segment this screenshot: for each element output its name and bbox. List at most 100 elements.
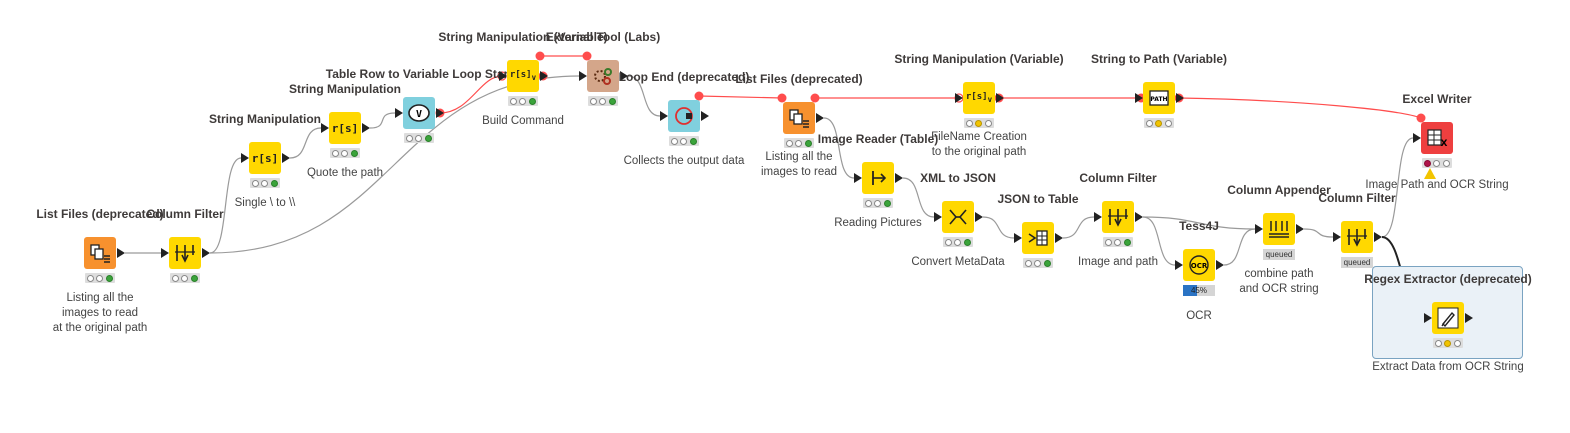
column-filter-icon[interactable] [1102,201,1134,233]
string-manipulation-variable-icon[interactable]: r[s]v [507,60,539,92]
external-tool-icon[interactable] [587,60,619,92]
input-port[interactable] [1424,313,1432,323]
node-list-files-1[interactable]: List Files (deprecated) Listing all the i… [36,207,163,334]
string-to-path-icon[interactable]: PATH [1143,82,1175,114]
output-port[interactable] [282,153,290,163]
input-port[interactable] [660,111,668,121]
node-regex-extractor[interactable]: Regex Extractor (deprecated) Extract Data… [1364,272,1531,373]
output-port[interactable] [436,108,444,118]
output-port[interactable] [1135,212,1143,222]
loop-end-icon[interactable] [668,100,700,132]
loop-start-icon[interactable]: V [403,97,435,129]
node-title[interactable]: String Manipulation [289,82,401,96]
input-port[interactable] [1094,212,1102,222]
input-port[interactable] [854,173,862,183]
list-files-icon[interactable] [84,237,116,269]
output-port[interactable] [996,93,1004,103]
input-port[interactable] [241,153,249,163]
output-port[interactable] [1296,224,1304,234]
node-annotation[interactable]: Convert MetaData [911,256,1005,268]
node-string-to-path[interactable]: String to Path (Variable) PATH [1091,52,1227,128]
node-annotation[interactable]: Listing all the images to read [760,151,838,178]
output-port[interactable] [816,113,824,123]
column-filter-icon[interactable] [1341,221,1373,253]
warning-icon[interactable] [1424,168,1436,179]
node-title[interactable]: Tess4J [1179,219,1219,233]
node-loop-end[interactable]: Loop End (deprecated)Collects the output… [619,70,750,167]
node-title[interactable]: Image Reader (Table) [817,132,939,146]
input-port[interactable] [1135,93,1143,103]
node-title[interactable]: External Tool (Labs) [545,30,661,44]
list-files-icon[interactable] [783,102,815,134]
input-port[interactable] [934,212,942,222]
output-port[interactable] [1465,313,1473,323]
image-reader-icon[interactable] [862,162,894,194]
input-port[interactable] [1014,233,1022,243]
input-port[interactable] [499,71,507,81]
node-title[interactable]: Table Row to Variable Loop Start [325,67,513,81]
input-port[interactable] [1255,224,1263,234]
node-string-manip-1[interactable]: String Manipulation r[s] Single \ to \\ [209,112,321,209]
input-port[interactable] [161,248,169,258]
output-port[interactable] [975,212,983,222]
input-port[interactable] [579,71,587,81]
output-port[interactable] [1176,93,1184,103]
node-annotation[interactable]: OCR [1186,310,1212,322]
input-port[interactable] [955,93,963,103]
output-port[interactable] [1216,260,1224,270]
node-string-manip-2[interactable]: String Manipulation r[s] Quote the path [289,82,401,179]
node-annotation[interactable]: Image Path and OCR String [1365,179,1509,191]
string-manipulation-icon[interactable]: r[s] [249,142,281,174]
node-title[interactable]: XML to JSON [920,171,996,185]
string-manipulation-variable-icon[interactable]: r[s]v [963,82,995,114]
node-title[interactable]: String Manipulation [209,112,321,126]
node-annotation[interactable]: FileName Creation to the original path [931,131,1027,158]
node-title[interactable]: Regex Extractor (deprecated) [1364,272,1532,286]
string-manipulation-icon[interactable]: r[s] [329,112,361,144]
input-port[interactable] [1413,133,1421,143]
node-annotation[interactable]: Image and path [1078,256,1158,268]
input-port[interactable] [395,108,403,118]
node-title[interactable]: Column Filter [1079,171,1157,185]
excel-writer-icon[interactable]: X [1421,122,1453,154]
node-annotation[interactable]: Single \ to \\ [234,197,296,209]
output-port[interactable] [362,123,370,133]
output-port[interactable] [1055,233,1063,243]
output-port[interactable] [1374,232,1382,242]
node-title[interactable]: String to Path (Variable) [1090,52,1228,66]
node-title[interactable]: Column Filter [1318,191,1396,205]
node-xml-to-json[interactable]: XML to JSON Convert MetaData [911,171,1004,268]
node-annotation[interactable]: combine path and OCR string [1239,268,1319,295]
column-filter-icon[interactable] [169,237,201,269]
node-title[interactable]: Column Appender [1227,183,1331,197]
node-title[interactable]: Excel Writer [1402,92,1472,106]
node-annotation[interactable]: Reading Pictures [834,217,922,229]
node-annotation[interactable]: Quote the path [306,167,384,179]
node-json-to-table[interactable]: JSON to Table [997,192,1079,268]
node-annotation[interactable]: Build Command [482,115,564,127]
node-title[interactable]: Column Filter [146,207,224,221]
output-port[interactable] [701,111,709,121]
input-port[interactable] [1175,260,1183,270]
json-to-table-icon[interactable] [1022,222,1054,254]
ocr-icon[interactable]: OCR [1183,249,1215,281]
node-annotation[interactable]: Listing all the images to read at the or… [52,292,148,334]
node-list-files-2[interactable]: List Files (deprecated)Listing all the i… [735,72,862,178]
node-annotation[interactable]: Extract Data from OCR String [1372,361,1524,373]
node-image-reader[interactable]: Image Reader (Table) Reading Pictures [818,132,938,229]
node-title[interactable]: List Files (deprecated) [36,207,164,221]
output-port[interactable] [620,71,628,81]
node-column-filter-1[interactable]: Column Filter [146,207,224,283]
input-port[interactable] [321,123,329,133]
node-title[interactable]: String Manipulation (Variable) [894,52,1064,66]
output-port[interactable] [540,71,548,81]
output-port[interactable] [895,173,903,183]
